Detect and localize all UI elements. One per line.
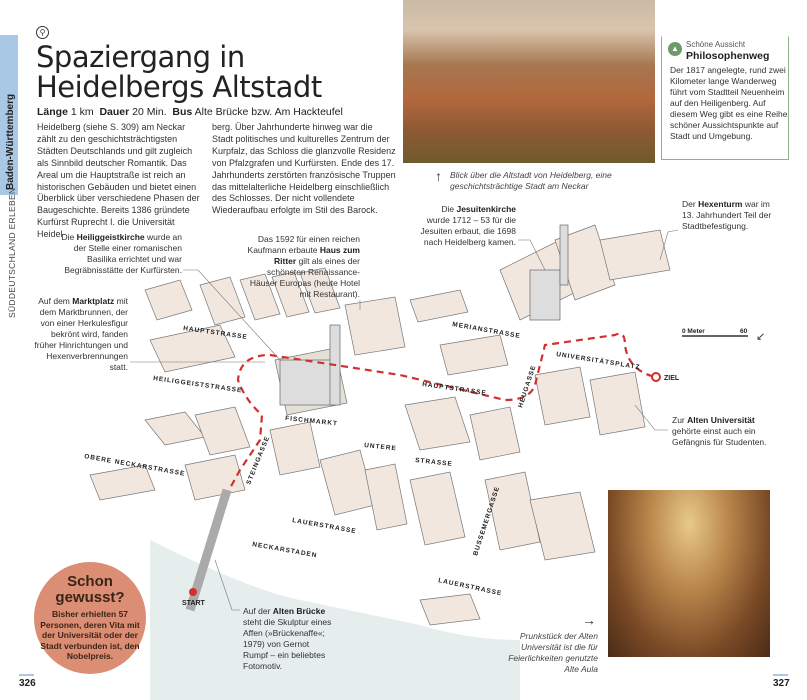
title-line-2: Heidelbergs Altstadt bbox=[36, 70, 322, 104]
annotation-hexenturm: Der Hexenturm war im 13. Jahrhundert Tei… bbox=[682, 199, 772, 231]
arrow-up-icon: ↑ bbox=[435, 168, 442, 184]
scale-end-label: 60 bbox=[740, 328, 748, 335]
fact-title: Schon gewusst? bbox=[55, 573, 125, 606]
walk-meta: Länge 1 km Dauer 20 Min. Bus Alte Brücke… bbox=[37, 106, 343, 118]
street-label: LAUERSTRASSE bbox=[292, 517, 357, 535]
street-label: HEUGASSE bbox=[517, 364, 537, 408]
title-line-1: Spaziergang in bbox=[36, 40, 245, 74]
intro-column-2: berg. Über Jahrhunderte hinweg war die S… bbox=[212, 122, 396, 216]
street-label: HAUPTSTRASSE bbox=[422, 381, 487, 397]
page-number-right: 327 bbox=[773, 674, 790, 689]
photo-alte-aula bbox=[608, 490, 770, 657]
jesuitenkirche-drawing bbox=[529, 224, 569, 321]
street-label: UNIVERSITÄTSPLATZ bbox=[556, 350, 641, 371]
intro-column-1: Heidelberg (siehe S. 309) am Neckar zähl… bbox=[37, 122, 200, 240]
end-marker bbox=[651, 372, 661, 382]
infobox-text: Der 1817 angelegte, rund zwei Kilometer … bbox=[670, 65, 788, 141]
page-number-left: 326 bbox=[19, 674, 36, 689]
photo1-caption: Blick über die Altstadt von Heidelberg, … bbox=[450, 170, 612, 191]
scale-bar: 0 Meter 60 bbox=[682, 328, 748, 337]
chapter-tab bbox=[0, 35, 18, 195]
annotation-haus-zum-ritter: Das 1592 für einen reichen Kaufmann erba… bbox=[247, 234, 360, 299]
fact-text: Bisher erhielten 57 Personen, deren Vita… bbox=[40, 609, 140, 661]
start-label: START bbox=[182, 600, 206, 607]
street-label: NECKARSTADEN bbox=[252, 541, 318, 559]
scale-start-label: 0 Meter bbox=[682, 328, 705, 335]
street-label: HEILIGGEISTSTRASSE bbox=[153, 375, 243, 394]
annotation-alte-bruecke: Auf der Alten Brücke steht die Skulptur … bbox=[243, 606, 332, 671]
fact-circle: Schon gewusst? Bisher erhielten 57 Perso… bbox=[34, 562, 146, 674]
end-label: ZIEL bbox=[664, 375, 680, 382]
infobox-kicker: Schöne Aussicht bbox=[686, 40, 746, 49]
start-marker bbox=[189, 588, 197, 596]
map-buildings bbox=[89, 224, 671, 626]
photo-heidelberg-panorama bbox=[403, 0, 655, 163]
annotation-jesuitenkirche: Die Jesuitenkirche wurde 1712 – 53 für d… bbox=[420, 204, 516, 247]
annotation-heiliggeistkirche: Die Heiliggeistkirche wurde an der Stell… bbox=[61, 232, 183, 275]
walking-icon: ⚲ bbox=[36, 26, 49, 39]
north-arrow-icon: ↙ bbox=[756, 331, 765, 343]
annotation-marktplatz: Auf dem Marktplatz mit dem Marktbrunnen,… bbox=[34, 296, 128, 372]
mountain-view-icon: ▲ bbox=[668, 42, 682, 56]
annotation-leaders bbox=[130, 229, 679, 611]
neckar-river bbox=[150, 540, 520, 700]
infobox-title: Philosophenweg bbox=[686, 50, 770, 62]
photo2-caption: Prunkstück der Alten Universität ist die… bbox=[508, 631, 598, 674]
street-label: STRASSE bbox=[415, 457, 453, 468]
street-label: UNTERE bbox=[364, 442, 397, 452]
arrow-right-icon: → bbox=[582, 612, 596, 628]
infobox-philosophenweg bbox=[661, 36, 789, 160]
annotation-alte-universitaet: Zur Alten Universität gehörte einst auch… bbox=[672, 415, 767, 447]
